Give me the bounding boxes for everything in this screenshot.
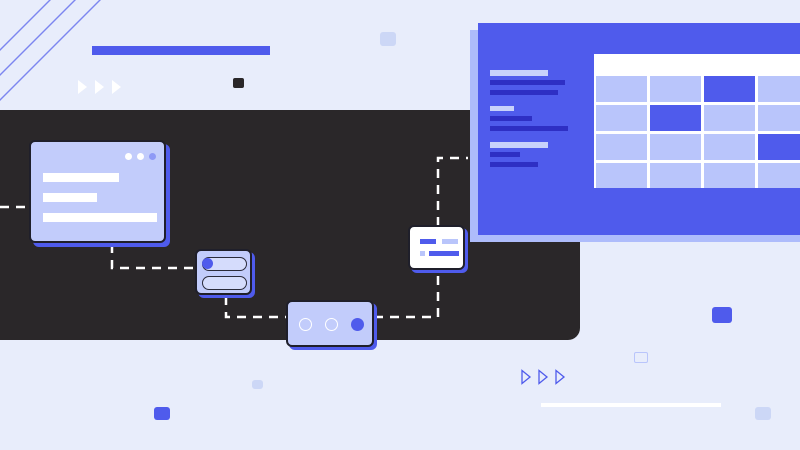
grid-cell — [596, 163, 647, 188]
grid-cell — [704, 76, 755, 102]
decor-square-small — [252, 380, 263, 389]
decor-square-bottom — [154, 407, 170, 420]
grid-cell — [650, 76, 701, 102]
grid-cell — [596, 76, 647, 102]
play-arrows-outline-icon — [521, 369, 566, 385]
data-grid — [594, 54, 800, 188]
grid-cell — [596, 105, 647, 131]
panel-text-lines — [490, 68, 580, 178]
grid-cell — [758, 163, 800, 188]
grid-cell — [596, 134, 647, 160]
step-3-icon — [351, 318, 364, 331]
grid-cell — [704, 105, 755, 131]
decor-outline-square — [634, 352, 648, 363]
grid-cell — [650, 134, 701, 160]
grid-cell — [650, 105, 701, 131]
step-1-icon — [299, 318, 312, 331]
step-2-icon — [325, 318, 338, 331]
three-dots-icon — [125, 153, 157, 161]
mini-list-card — [408, 225, 465, 270]
decor-square-bottom-right — [755, 407, 771, 420]
grid-cell — [704, 134, 755, 160]
small-dark-square — [233, 78, 244, 88]
toggle-list-card — [195, 249, 252, 295]
grid-cell — [758, 76, 800, 102]
stepper-card — [286, 300, 374, 347]
play-arrows-icon — [78, 80, 121, 94]
window-card — [29, 140, 166, 243]
radio-selected-icon — [202, 258, 213, 269]
grid-cell — [758, 134, 800, 160]
decor-line-bottom — [541, 403, 721, 407]
decor-square-top — [380, 32, 396, 46]
grid-cell — [650, 163, 701, 188]
title-bar-accent — [92, 46, 270, 55]
grid-cell — [758, 105, 800, 131]
grid-cell — [704, 163, 755, 188]
decor-square-right — [712, 307, 732, 323]
